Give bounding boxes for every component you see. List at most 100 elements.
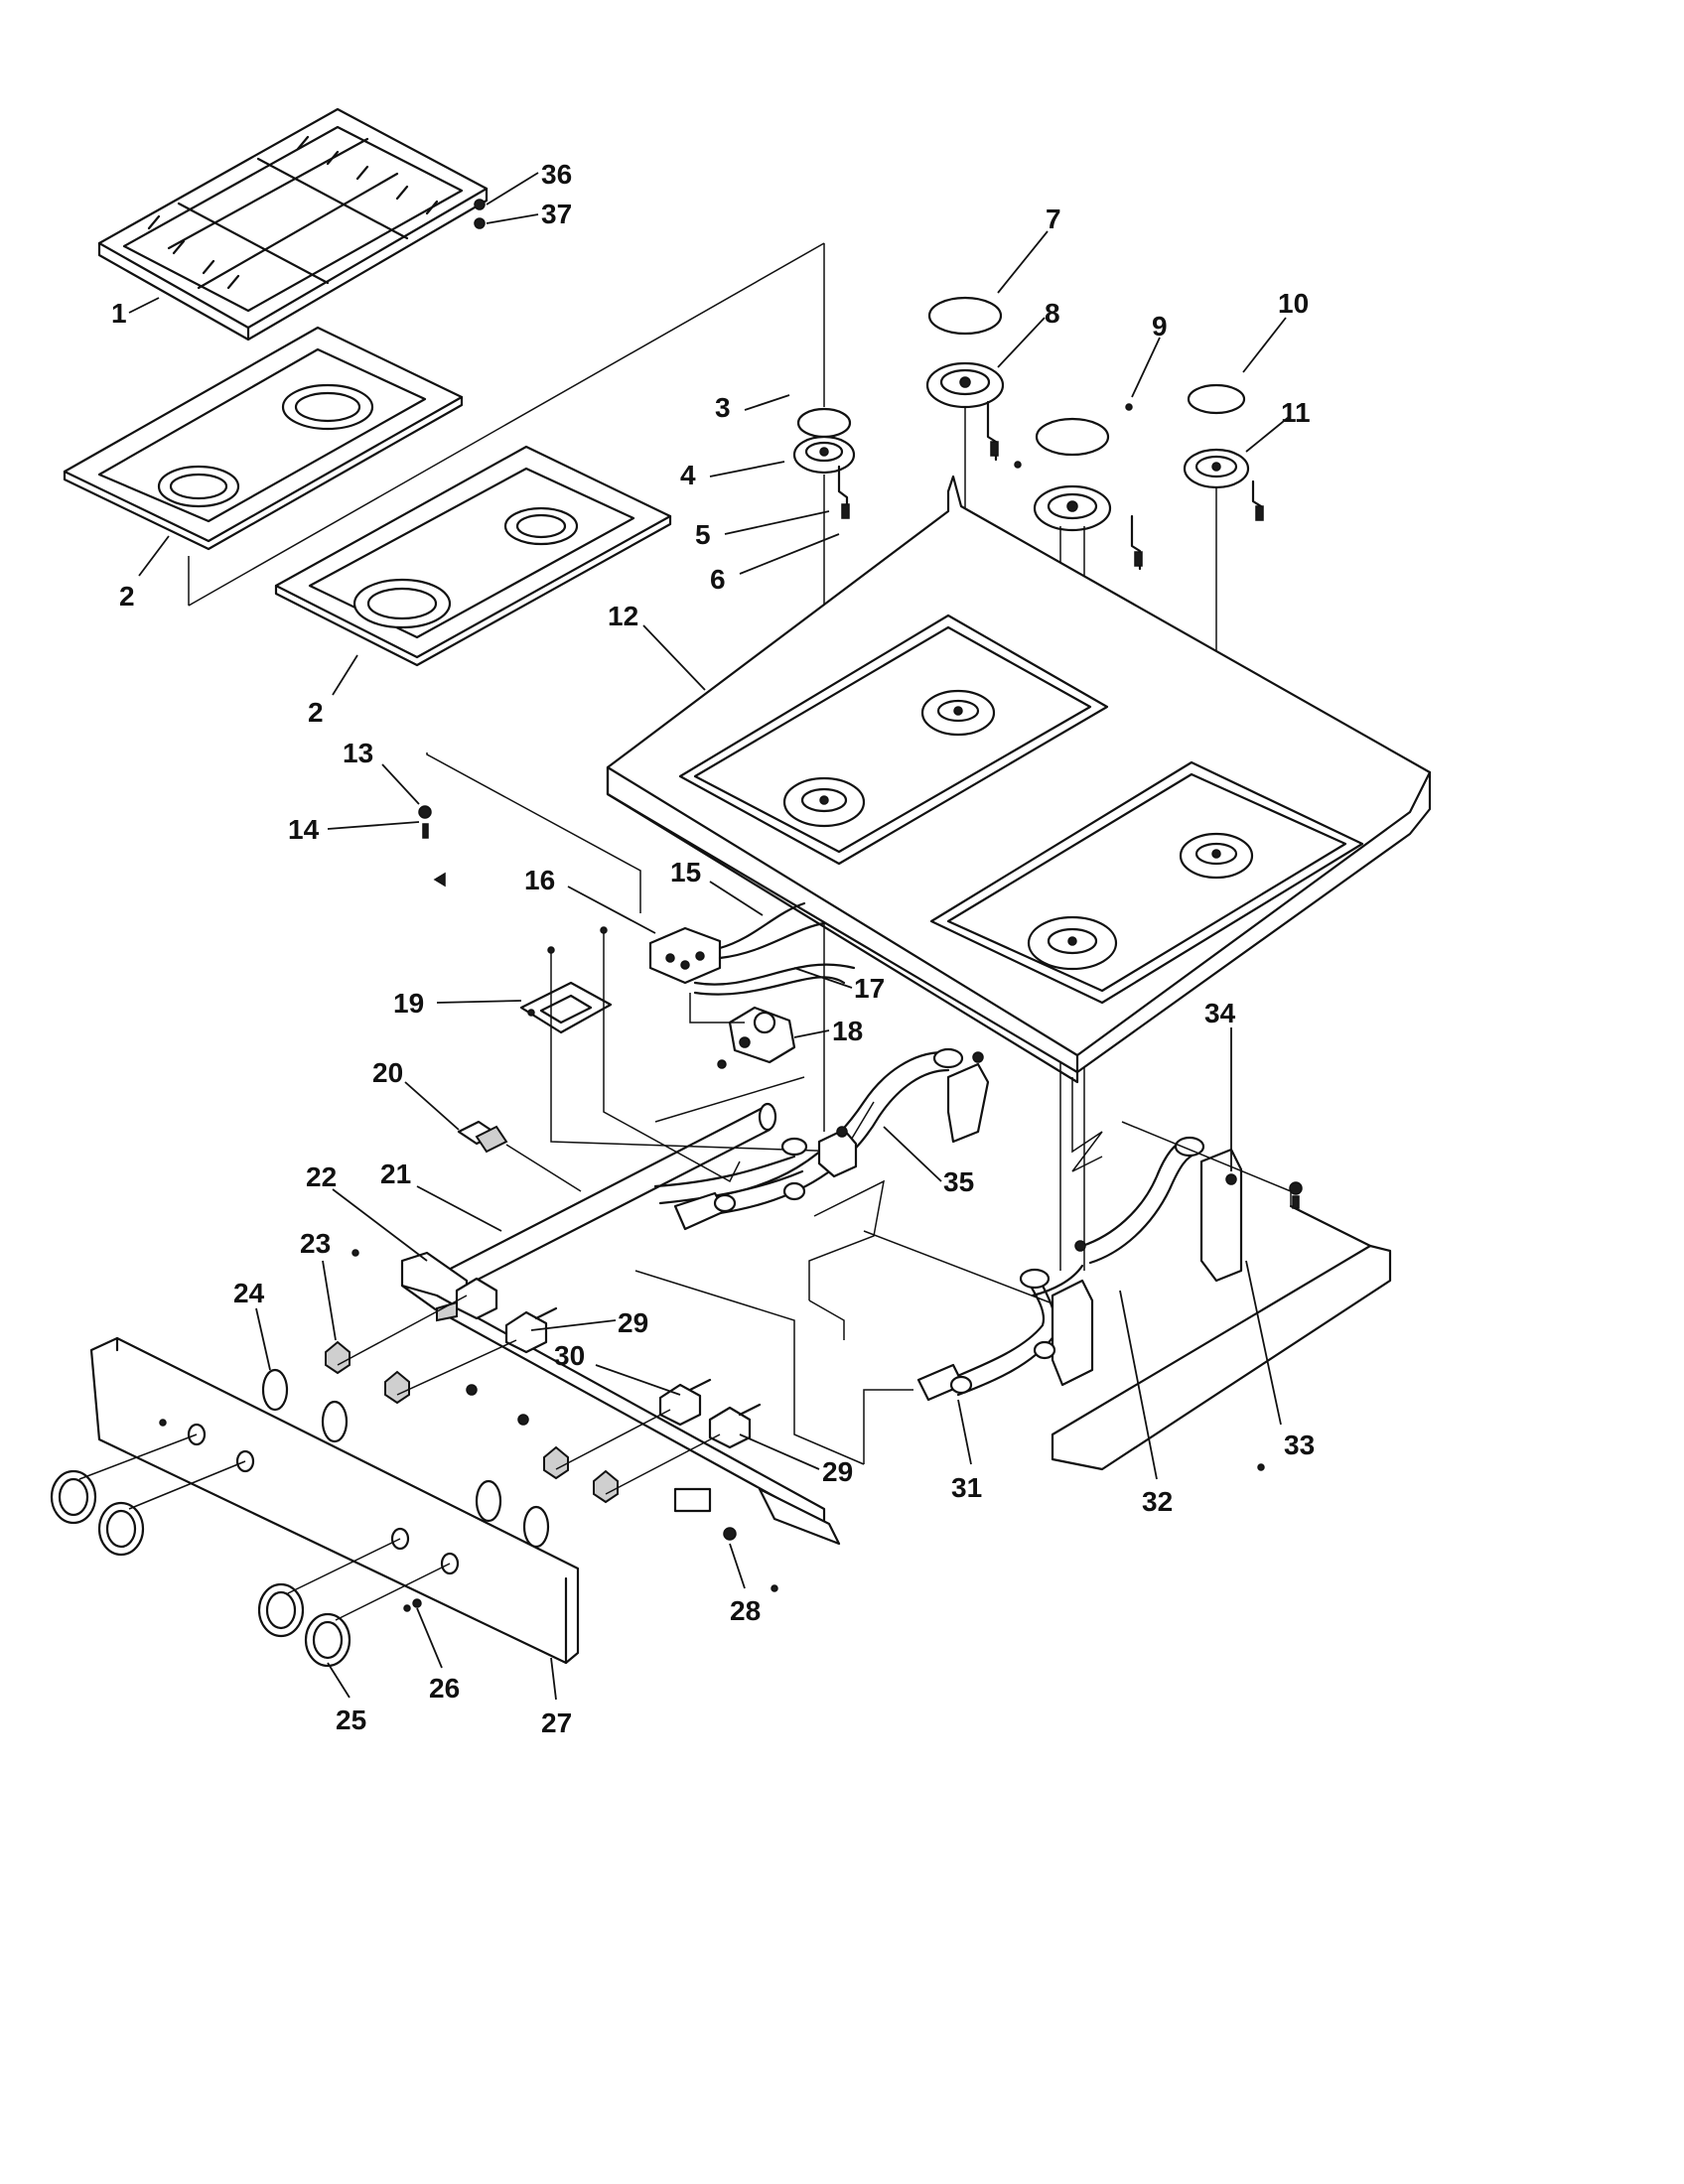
- screw-34-icon: [1225, 1173, 1237, 1185]
- callout-14: 14: [288, 814, 320, 845]
- gas-valve-29b: [708, 1403, 762, 1449]
- knob-bezel-24c: [475, 1479, 502, 1523]
- burner-cap-3: [796, 407, 852, 439]
- burner-grate: [97, 107, 489, 341]
- burner-bracket-33: [1199, 1148, 1243, 1283]
- screw-icon: [1257, 1463, 1265, 1471]
- drip-pan-right: [274, 445, 672, 667]
- burner-tube-32: [1031, 1136, 1205, 1297]
- callout-28: 28: [730, 1595, 761, 1626]
- callout-6: 6: [710, 564, 726, 595]
- callout-33: 33: [1284, 1430, 1315, 1460]
- burner-base-pan: [808, 1179, 1392, 1471]
- cooktop-main-top: [606, 475, 1432, 1084]
- screw-28-icon: [723, 1527, 737, 1541]
- screw-icon: [351, 1249, 359, 1257]
- screw-icon: [771, 1584, 778, 1592]
- callout-4: 4: [680, 460, 696, 490]
- gas-valve-29a: [504, 1306, 558, 1354]
- knob-hub-23b: [384, 1370, 410, 1405]
- bracket-19: [519, 981, 613, 1034]
- callout-7: 7: [1046, 204, 1061, 234]
- callout-13: 13: [343, 738, 373, 768]
- callout-labels: 1 2 2 3 4 5 6 7 8 9 10 11 12 13 14 15 16: [111, 159, 1315, 1738]
- knob-hub-23d: [593, 1469, 619, 1504]
- callout-30: 30: [554, 1340, 585, 1371]
- burner-tube-31: [946, 1268, 1057, 1397]
- fitting-20: [457, 1120, 508, 1154]
- screw-icon: [600, 926, 608, 934]
- control-panel-27: [89, 1336, 580, 1665]
- knob-bezel-24b: [321, 1400, 349, 1443]
- screw-icon: [972, 1051, 984, 1063]
- screw-icon: [1292, 1195, 1300, 1209]
- callout-1: 1: [111, 298, 127, 329]
- callout-10: 10: [1278, 288, 1309, 319]
- callout-22: 22: [306, 1161, 337, 1192]
- burner-head-8: [925, 361, 1005, 462]
- callout-31: 31: [951, 1472, 982, 1503]
- rail-bracket: [673, 1487, 712, 1513]
- callout-19: 19: [393, 988, 424, 1019]
- clip-icon: [433, 872, 446, 887]
- burner-bracket: [946, 1062, 990, 1144]
- callout-29b: 29: [822, 1456, 853, 1487]
- callout-25: 25: [336, 1705, 366, 1735]
- screw-icon: [466, 1384, 478, 1396]
- control-knob-25c: [257, 1582, 305, 1638]
- burner-cap-7: [927, 296, 1003, 336]
- callout-35: 35: [943, 1166, 974, 1197]
- burner-bracket-32: [1051, 1279, 1094, 1387]
- screw-icon: [1074, 1240, 1086, 1252]
- control-knob-25b: [97, 1501, 145, 1557]
- callout-11: 11: [1281, 397, 1311, 428]
- screw-icon: [517, 1414, 529, 1426]
- callout-16: 16: [524, 865, 555, 895]
- screw-37-icon: [474, 217, 486, 229]
- callout-24: 24: [233, 1278, 265, 1308]
- callout-8: 8: [1045, 298, 1060, 329]
- wire-harness-15: [718, 901, 826, 960]
- screw-icon: [836, 1126, 848, 1138]
- control-knob-25d: [304, 1612, 351, 1668]
- callout-23: 23: [300, 1228, 331, 1259]
- burner-tube-35-front: [653, 1137, 808, 1205]
- knob-hub-23a: [325, 1340, 351, 1375]
- screw-9-icon: [1125, 403, 1133, 411]
- callout-37: 37: [541, 199, 572, 229]
- screw-14-icon: [422, 823, 429, 839]
- callout-36: 36: [541, 159, 572, 190]
- burner-head-11: [1183, 448, 1264, 521]
- burner-cap-10: [1187, 383, 1246, 415]
- burner-cap-center: [1035, 417, 1110, 457]
- screw-icon: [1289, 1181, 1303, 1195]
- callout-27: 27: [541, 1707, 572, 1738]
- callout-34: 34: [1204, 998, 1236, 1028]
- screw-13-icon: [418, 805, 432, 819]
- callout-12: 12: [608, 601, 638, 631]
- callout-2b: 2: [308, 697, 324, 728]
- callout-2a: 2: [119, 581, 135, 612]
- burner-head-4: [792, 435, 856, 475]
- callout-5: 5: [695, 519, 711, 550]
- orifice-fitting: [782, 1181, 806, 1201]
- callout-17: 17: [854, 973, 885, 1004]
- knob-bezel-24d: [522, 1505, 550, 1549]
- callout-20: 20: [372, 1057, 403, 1088]
- screw-26-icon: [412, 1598, 422, 1608]
- spark-module-16: [648, 926, 722, 985]
- control-rail: [400, 1284, 841, 1546]
- knob-hub-23c: [543, 1445, 569, 1480]
- orifice-fitting: [949, 1375, 973, 1395]
- gas-valve-left: [436, 1277, 498, 1322]
- screw-icon: [547, 946, 555, 954]
- burner-tube-35-rear: [713, 1047, 964, 1215]
- orifice-fitting: [713, 1193, 737, 1213]
- screw-36-icon: [474, 199, 486, 210]
- igniter-5: [837, 465, 850, 519]
- wire-harness-17: [693, 963, 856, 996]
- drip-pan-left: [63, 326, 464, 551]
- callout-9: 9: [1152, 311, 1168, 341]
- pressure-regulator-18: [728, 1006, 796, 1064]
- gas-valve-30: [658, 1378, 712, 1427]
